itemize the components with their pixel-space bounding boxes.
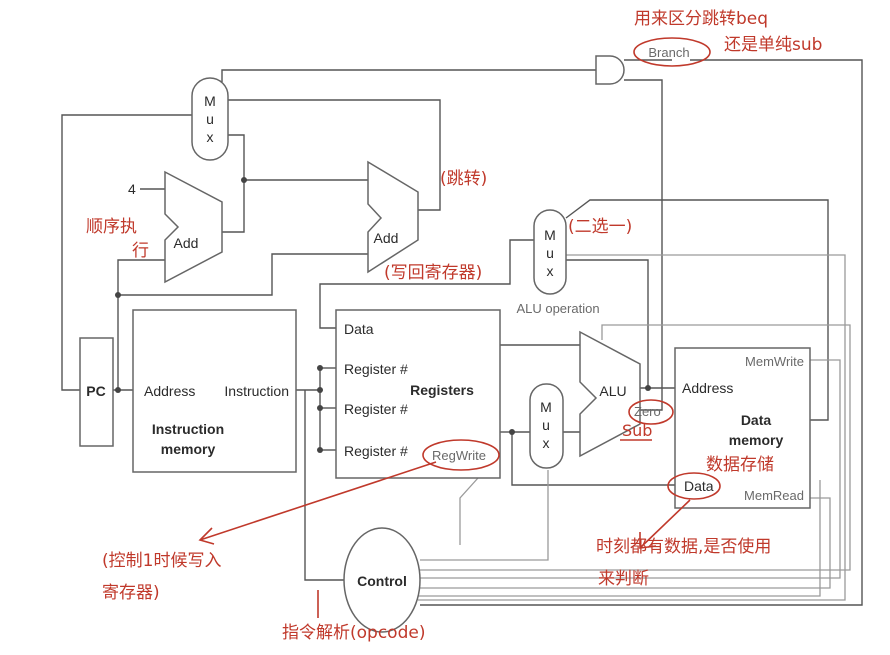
im-address-label: Address bbox=[144, 383, 195, 399]
mux-mid-u: u bbox=[542, 417, 550, 433]
add1-label: Add bbox=[174, 235, 199, 251]
mux-top: M u x bbox=[191, 77, 229, 161]
and-gate bbox=[595, 55, 625, 85]
add2-label: Add bbox=[374, 230, 399, 246]
control-wires bbox=[418, 254, 851, 601]
regwrite-arrow bbox=[199, 461, 437, 541]
instruction-memory: Address Instruction Instruction memory bbox=[132, 309, 297, 473]
control-unit: Control bbox=[343, 527, 421, 633]
alu-label: ALU bbox=[599, 383, 626, 399]
mux-wb-m: M bbox=[544, 227, 556, 243]
data-arrow-head bbox=[639, 532, 657, 549]
dm-address-label: Address bbox=[682, 380, 733, 396]
memwrite-label: MemWrite bbox=[745, 354, 804, 369]
branch-note-1: 用来区分跳转beq bbox=[634, 9, 768, 29]
reg-2-label: Register # bbox=[344, 401, 408, 417]
memread-label: MemRead bbox=[744, 488, 804, 503]
reg-1-label: Register # bbox=[344, 361, 408, 377]
im-title-1: Instruction bbox=[152, 421, 224, 437]
sequential-note-2: 行 bbox=[132, 241, 149, 261]
mux-mid-m: M bbox=[540, 399, 552, 415]
regwrite-note-1: (控制1时候写入 bbox=[102, 551, 221, 571]
mux-alu-src: M u x bbox=[529, 383, 564, 469]
regwrite-label: RegWrite bbox=[432, 448, 486, 463]
annotations: 用来区分跳转beq 还是单纯sub (跳转) 顺序执 行 (二选一) (写回寄存… bbox=[86, 9, 822, 643]
datapath-wires bbox=[61, 59, 863, 606]
regwrite-note-2: 寄存器) bbox=[102, 583, 160, 603]
mux-top-x: x bbox=[207, 129, 214, 145]
alu-operation-label: ALU operation bbox=[516, 301, 599, 316]
data-store-note: 数据存储 bbox=[706, 455, 774, 475]
adder-branch: Add bbox=[367, 160, 419, 274]
regwrite-circle bbox=[422, 439, 500, 471]
regwrite-arrow-head bbox=[198, 527, 215, 545]
alu: ALU Zero bbox=[579, 330, 661, 458]
data-memory: MemWrite Address Data memory Data MemRea… bbox=[674, 347, 811, 509]
writeback-note: (写回寄存器) bbox=[384, 263, 482, 283]
data-arrow bbox=[639, 499, 691, 549]
data-circle bbox=[667, 472, 721, 500]
registers-title: Registers bbox=[410, 382, 474, 398]
mux-choice-note: (二选一) bbox=[568, 217, 632, 237]
opcode-note: 指令解析(opcode) bbox=[282, 623, 425, 643]
adder-pc4: Add bbox=[164, 170, 223, 284]
control-label: Control bbox=[357, 573, 407, 589]
const-4: 4 bbox=[128, 181, 136, 197]
mux-top-m: M bbox=[204, 93, 216, 109]
branch-note-2: 还是单纯sub bbox=[724, 35, 822, 55]
pc-register: PC bbox=[79, 337, 114, 447]
mux-mid-x: x bbox=[543, 435, 550, 451]
reg-3-label: Register # bbox=[344, 443, 408, 459]
jump-note: (跳转) bbox=[440, 169, 487, 189]
branch-label: Branch bbox=[648, 45, 689, 60]
mux-wb-x: x bbox=[547, 263, 554, 279]
mux-writeback: M u x bbox=[533, 209, 567, 295]
im-title-2: memory bbox=[161, 441, 216, 457]
branch-circle bbox=[633, 37, 711, 67]
dm-data-label: Data bbox=[684, 478, 714, 494]
im-instruction-label: Instruction bbox=[224, 383, 289, 399]
reg-data-label: Data bbox=[344, 321, 374, 337]
register-file: Data Register # Register # Register # Re… bbox=[335, 309, 501, 479]
zero-circle bbox=[628, 399, 674, 425]
memread-note-2: 来判断 bbox=[598, 569, 649, 589]
mux-top-u: u bbox=[206, 111, 214, 127]
pc-label: PC bbox=[86, 383, 105, 399]
dm-title-1: Data bbox=[741, 412, 772, 428]
zero-sub-note: Sub bbox=[622, 421, 652, 440]
mux-wb-u: u bbox=[546, 245, 554, 261]
dm-title-2: memory bbox=[729, 432, 784, 448]
memread-note-1: 时刻都有数据,是否使用 bbox=[596, 536, 771, 557]
zero-label: Zero bbox=[634, 404, 661, 419]
sequential-note-1: 顺序执 bbox=[86, 217, 137, 237]
